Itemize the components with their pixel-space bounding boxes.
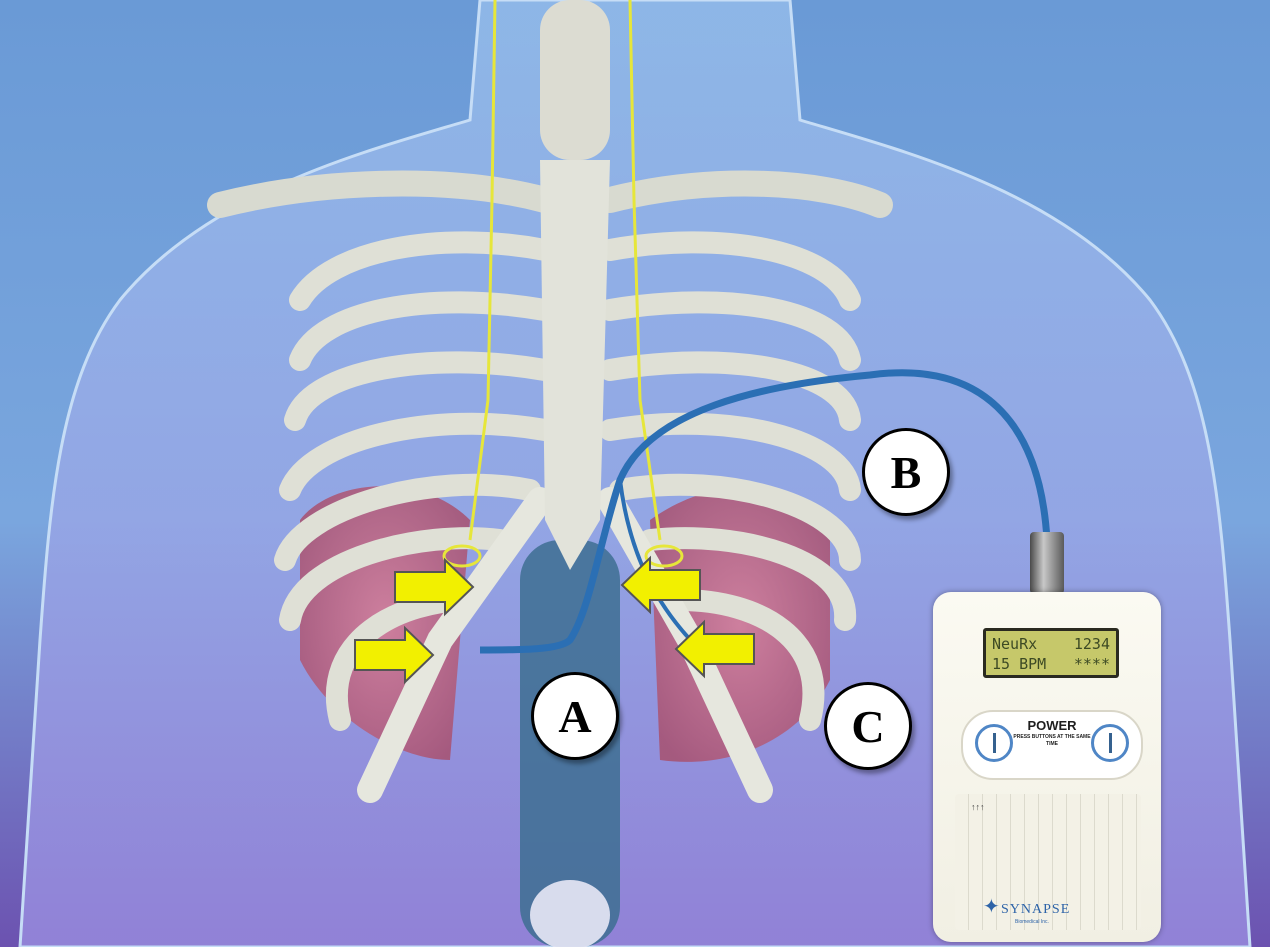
stimulator-device: NeuRx 1234 15 BPM **** POWER PRESS BUTTO… (933, 592, 1161, 942)
power-button-icon[interactable] (1091, 724, 1129, 762)
power-instructions: PRESS BUTTONS AT THE SAME TIME (1011, 734, 1093, 748)
lcd-code: 1234 (1074, 634, 1110, 654)
label-a: A (531, 672, 619, 760)
brand-subtitle: Biomedical Inc. (1015, 919, 1049, 925)
brand-logo: SYNAPSE (1001, 902, 1070, 918)
neck-vertebrae (540, 0, 610, 160)
lcd-rate: 15 BPM (992, 654, 1046, 674)
power-button-icon[interactable] (975, 724, 1013, 762)
lcd-status: **** (1074, 654, 1110, 674)
sternum (540, 160, 610, 570)
lcd-display: NeuRx 1234 15 BPM **** (983, 628, 1119, 678)
lcd-device-name: NeuRx (992, 634, 1037, 654)
power-label: POWER (1011, 718, 1093, 734)
label-c: C (824, 682, 912, 770)
label-b: B (862, 428, 950, 516)
synapse-logo-icon: ✦ (983, 894, 1000, 919)
cable-connector (1030, 532, 1064, 594)
side-marks: ↑↑↑ (971, 802, 985, 812)
power-panel: POWER PRESS BUTTONS AT THE SAME TIME (961, 710, 1143, 780)
